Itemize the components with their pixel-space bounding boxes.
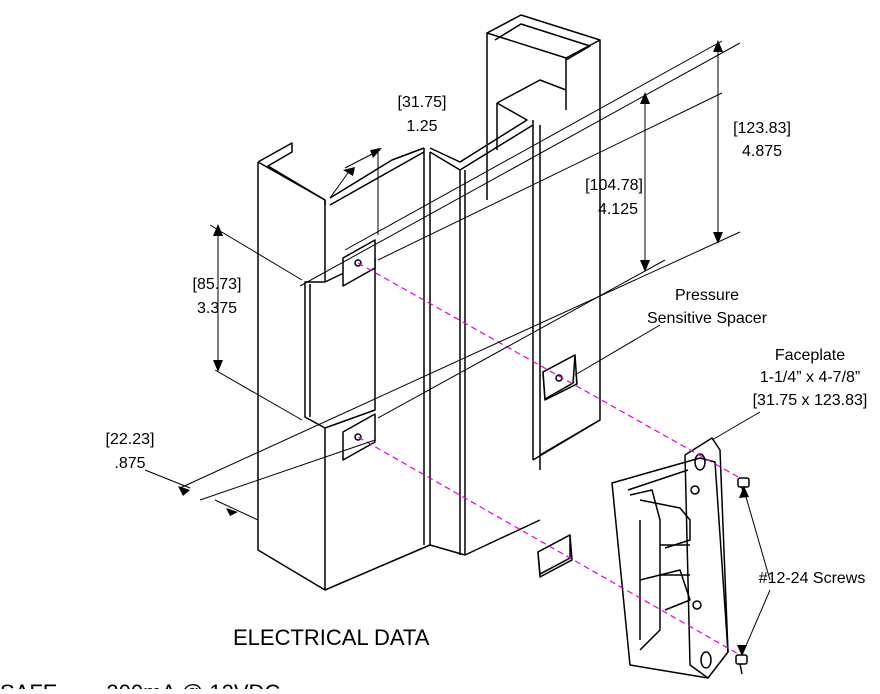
pressure-spacer-bottom: [537, 534, 573, 578]
electrical-data-heading: ELECTRICAL DATA: [233, 625, 430, 650]
electrical-data-cutoff-line: SAFE 200mA @ 12VDC: [0, 680, 280, 689]
dim-123-83-mm: [123.83]: [733, 120, 791, 137]
dimension-lines: [144, 40, 771, 656]
faceplate-label-line1: Faceplate: [775, 347, 845, 364]
dim-3-375-in: 3.375: [197, 300, 237, 317]
dim-4-125-in: 4.125: [598, 201, 638, 218]
dim-1-25-in: 1.25: [406, 118, 437, 135]
screws: [735, 477, 750, 675]
spacer-label-line2: Sensitive Spacer: [647, 310, 768, 327]
dim-875-in: .875: [114, 455, 145, 472]
dim-4-875-in: 4.875: [742, 143, 782, 160]
faceplate-label-line2: 1-1/4” x 4-7/8”: [760, 369, 860, 386]
jamb-mounting-tabs: [342, 239, 376, 461]
dim-104-78-mm: [104.78]: [585, 177, 643, 194]
dim-22-23-mm: [22.23]: [106, 431, 155, 448]
dim-31-75-mm: [31.75]: [398, 94, 447, 111]
electric-strike: [611, 437, 729, 679]
front-jamb: [257, 142, 601, 591]
alignment-centerlines: [357, 262, 741, 656]
spacer-label-line1: Pressure: [675, 287, 739, 304]
screws-label: #12-24 Screws: [759, 570, 866, 587]
arrowheads: [178, 40, 749, 656]
dim-85-73-mm: [85.73]: [193, 276, 242, 293]
middle-frame-profile: [423, 102, 541, 555]
pressure-spacer-top: [542, 354, 578, 401]
faceplate-label-line3: [31.75 x 123.83]: [753, 392, 868, 409]
